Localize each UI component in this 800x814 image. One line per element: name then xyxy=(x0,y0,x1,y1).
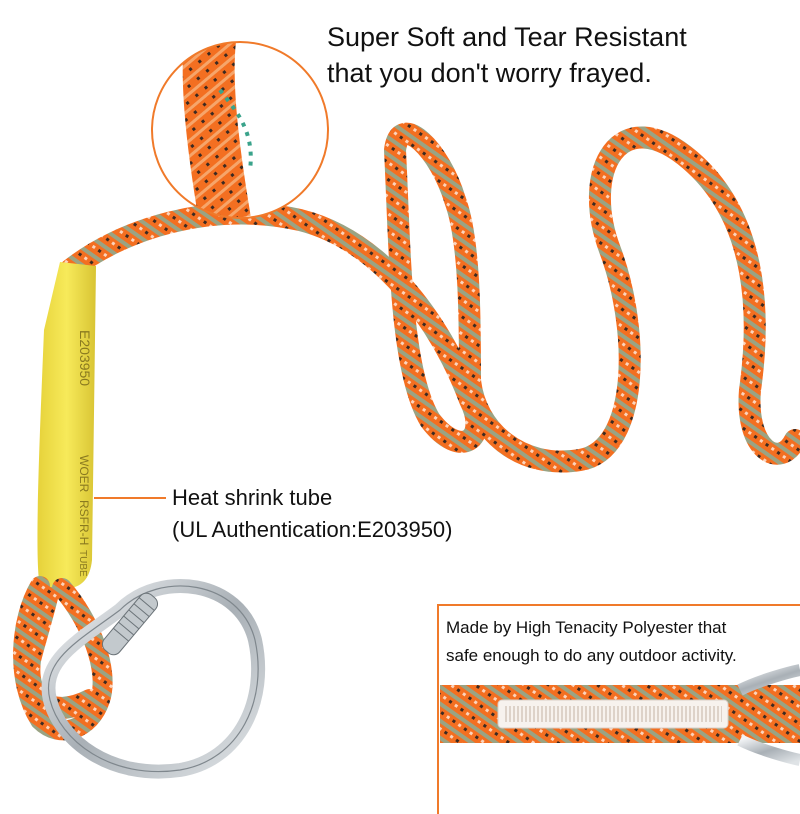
carabiner xyxy=(41,579,266,779)
heat-shrink-tube: E203950 WOER RSFR-H TUBE xyxy=(37,262,96,589)
rope xyxy=(59,122,800,473)
tube-caption-line2: (UL Authentication:E203950) xyxy=(172,516,453,542)
material-caption-line2: safe enough to do any outdoor activity. xyxy=(446,645,737,665)
tube-print-model: RSFR-H xyxy=(77,500,91,545)
material-caption-line1: Made by High Tenacity Polyester that xyxy=(446,618,727,637)
soft-caption-line1: Super Soft and Tear Resistant xyxy=(327,22,687,52)
material-detail-frame xyxy=(437,604,800,814)
tube-print-word: TUBE xyxy=(77,550,88,577)
screw-gate xyxy=(101,592,159,656)
tube-print-brand: WOER xyxy=(77,455,91,493)
sewn-detail-inset xyxy=(440,664,800,766)
soft-caption-line2: that you don't worry frayed. xyxy=(327,57,652,88)
tube-caption-line1: Heat shrink tube xyxy=(172,485,333,510)
tube-caption: Heat shrink tube (UL Authentication:E203… xyxy=(172,482,453,546)
tube-print-code: E203950 xyxy=(77,330,93,386)
material-caption: Made by High Tenacity Polyester that saf… xyxy=(446,614,737,669)
rope-zoom-detail xyxy=(151,41,329,219)
soft-caption: Super Soft and Tear Resistant that you d… xyxy=(327,20,687,91)
